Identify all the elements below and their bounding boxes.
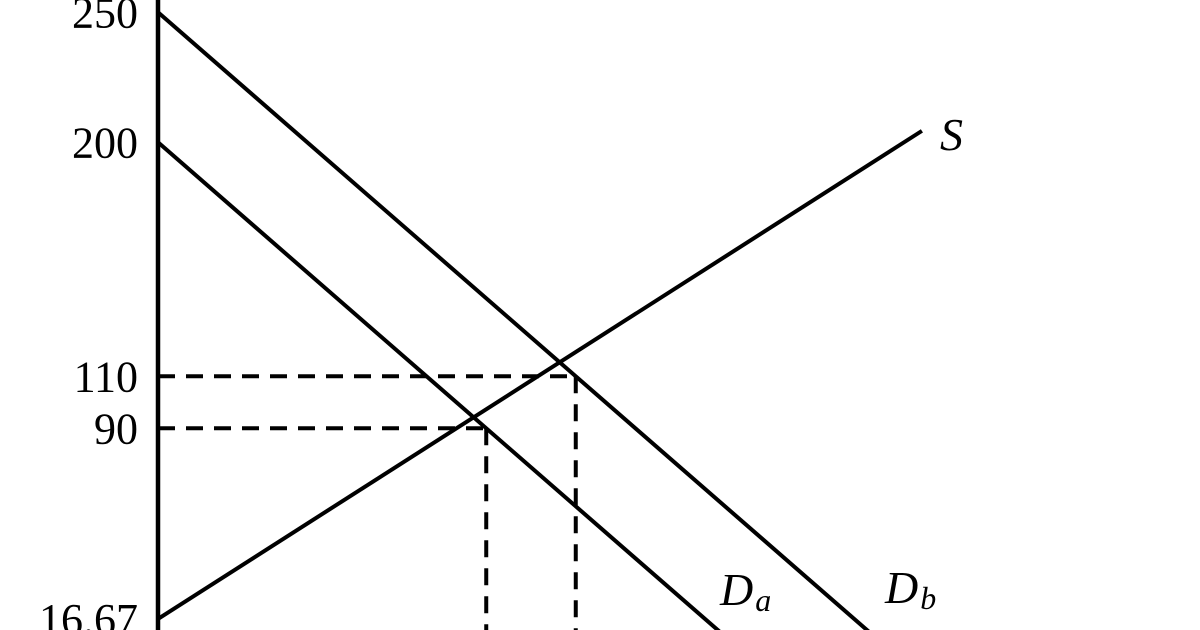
curve-labels: S Da Db — [719, 109, 963, 618]
demand-curve-da — [156, 140, 721, 630]
y-tick-label-3: 90 — [94, 404, 138, 453]
demand-curve-db — [156, 10, 870, 630]
y-tick-label-1: 200 — [72, 118, 138, 167]
curves — [156, 10, 923, 630]
y-tick-label-0: 250 — [72, 0, 138, 37]
equilibrium-guides — [158, 374, 578, 630]
supply-curve-s — [156, 129, 923, 621]
supply-curve-s-label: S — [940, 109, 963, 160]
y-tick-label-4: 16.67 — [39, 595, 138, 630]
y-tick-label-2: 110 — [74, 352, 138, 401]
demand-curve-db-label: Db — [884, 562, 936, 616]
demand-curve-da-label: Da — [719, 564, 771, 618]
